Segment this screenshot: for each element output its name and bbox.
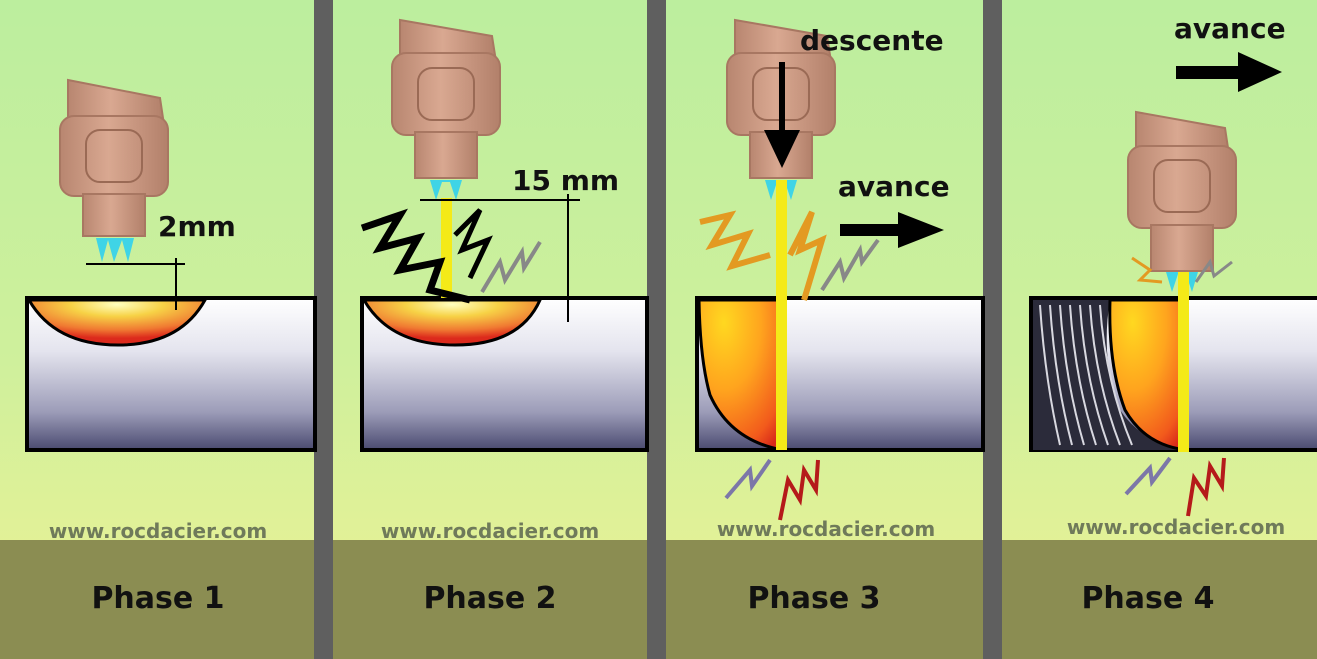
arc-spark bbox=[778, 459, 820, 521]
arc-spark bbox=[787, 210, 827, 301]
advance-arrow bbox=[1176, 66, 1242, 79]
descent-label: descente bbox=[800, 24, 944, 57]
torch bbox=[59, 78, 169, 262]
advance-arrow bbox=[840, 224, 900, 236]
arc-spark bbox=[724, 458, 772, 500]
panel-phase-2: 15 mm www.rocdacier.com Phase 2 bbox=[360, 18, 649, 616]
arc-spark bbox=[1124, 456, 1172, 496]
melt-pool bbox=[26, 298, 208, 347]
advance-arrow-head bbox=[898, 212, 944, 248]
panel-phase-3: descente avance www.rocdacier.com Phase … bbox=[695, 18, 985, 616]
panel-divider bbox=[314, 0, 333, 659]
torch bbox=[391, 18, 501, 200]
nozzle-flame bbox=[765, 180, 797, 200]
panel-divider bbox=[647, 0, 666, 659]
nozzle-flame bbox=[96, 238, 134, 262]
arc-spark bbox=[360, 208, 471, 304]
advance-label: avance bbox=[838, 170, 950, 203]
phase-label: Phase 1 bbox=[91, 581, 224, 616]
arc-spark bbox=[699, 210, 771, 271]
melt-pool bbox=[361, 298, 543, 347]
plasma-beam bbox=[1178, 272, 1189, 452]
plasma-beam bbox=[776, 180, 787, 450]
melt-pool bbox=[1108, 298, 1188, 452]
phase-label: Phase 3 bbox=[747, 581, 880, 616]
phase-label: Phase 2 bbox=[423, 581, 556, 616]
dimension-2mm: 2mm bbox=[158, 210, 236, 243]
torch bbox=[1127, 110, 1237, 292]
arc-spark bbox=[453, 208, 493, 280]
watermark: www.rocdacier.com bbox=[1067, 515, 1285, 539]
panel-divider bbox=[983, 0, 1002, 659]
arc-spark bbox=[1131, 256, 1163, 284]
phase-label: Phase 4 bbox=[1081, 581, 1214, 616]
advance-label: avance bbox=[1174, 12, 1286, 45]
arc-spark bbox=[1194, 258, 1233, 283]
melt-pool bbox=[697, 298, 784, 452]
nozzle-flame bbox=[1166, 272, 1198, 292]
watermark: www.rocdacier.com bbox=[381, 519, 599, 543]
cut-kerf bbox=[1033, 300, 1180, 450]
watermark: www.rocdacier.com bbox=[717, 517, 935, 541]
watermark: www.rocdacier.com bbox=[49, 519, 267, 543]
arc-spark bbox=[820, 238, 880, 292]
dimension-15mm: 15 mm bbox=[512, 164, 619, 197]
arc-spark bbox=[480, 240, 542, 294]
panel-phase-1: 2mm www.rocdacier.com Phase 1 bbox=[25, 78, 317, 616]
descent-arrow-head bbox=[764, 130, 800, 168]
plasma-beam bbox=[441, 198, 452, 298]
advance-arrow-head bbox=[1238, 52, 1282, 92]
arc-spark bbox=[1186, 457, 1226, 517]
panel-phase-4: avance www.rocdacier.com Phase 4 bbox=[1029, 12, 1317, 616]
cut-striations bbox=[1039, 304, 1133, 446]
nozzle-flame bbox=[430, 180, 462, 200]
